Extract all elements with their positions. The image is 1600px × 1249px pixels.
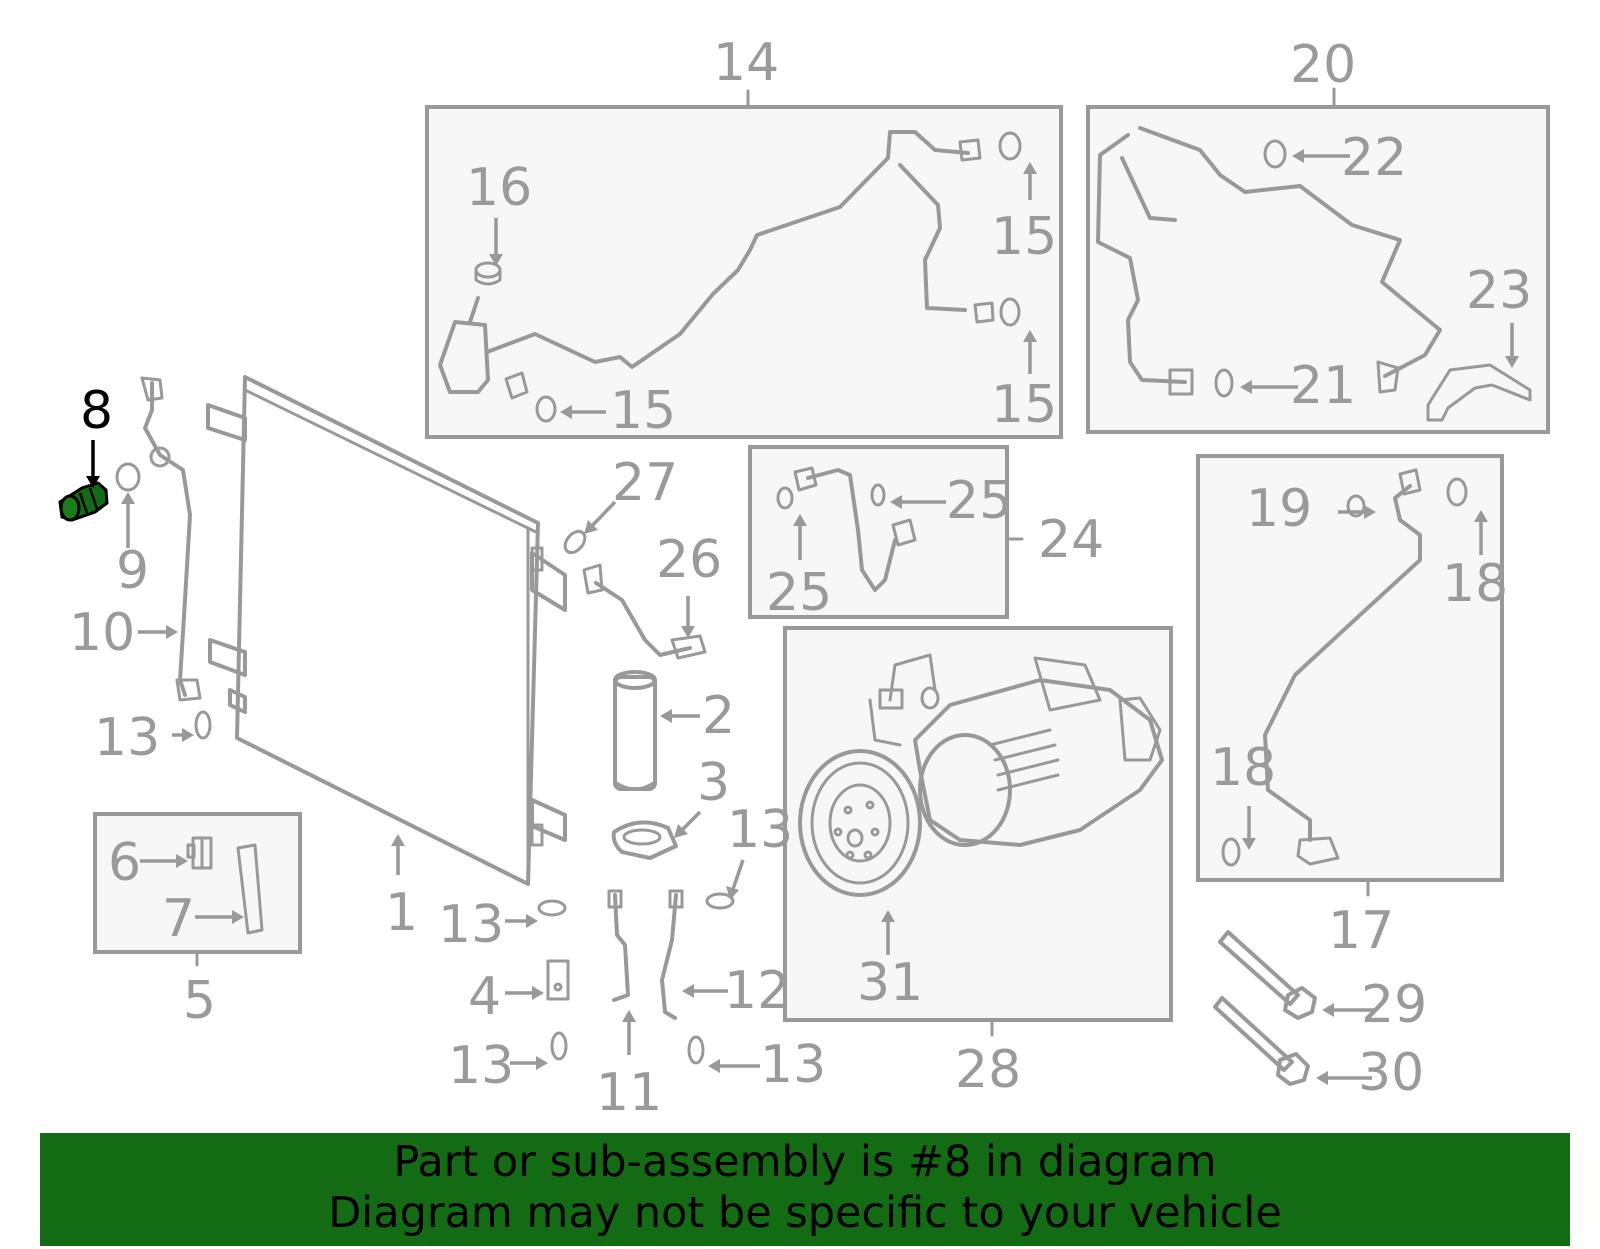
oring-13-b bbox=[537, 899, 567, 917]
oring-15-a bbox=[998, 131, 1022, 161]
pipe-26 bbox=[582, 563, 707, 660]
callout-labels: 8 9 10 13 1 13 4 13 6 7 5 2 3 13 11 12 1… bbox=[69, 33, 1532, 1123]
oring-13-c bbox=[550, 1031, 568, 1061]
banner-line-2: Diagram may not be specific to your vehi… bbox=[328, 1188, 1282, 1238]
callout-15-a: 15 bbox=[991, 207, 1057, 267]
bolt-30 bbox=[1213, 996, 1310, 1086]
callout-30: 30 bbox=[1358, 1043, 1424, 1103]
callout-31: 31 bbox=[857, 953, 923, 1013]
bracket-7 bbox=[236, 843, 264, 935]
callout-14: 14 bbox=[713, 33, 779, 93]
pipe-assembly-20 bbox=[1096, 126, 1532, 422]
callout-17: 17 bbox=[1328, 901, 1394, 961]
callout-18-b: 18 bbox=[1210, 738, 1276, 798]
callout-21: 21 bbox=[1290, 356, 1356, 416]
callout-13-d: 13 bbox=[760, 1035, 826, 1095]
group-box-20 bbox=[1086, 105, 1550, 434]
callout-4: 4 bbox=[468, 967, 501, 1027]
group-box-17 bbox=[1196, 454, 1504, 882]
callout-24: 24 bbox=[1038, 510, 1104, 570]
callout-19: 19 bbox=[1246, 479, 1312, 539]
pipe-12 bbox=[660, 893, 678, 1020]
callout-28: 28 bbox=[955, 1040, 1021, 1100]
oring-15-c bbox=[535, 395, 557, 423]
callout-13-a: 13 bbox=[94, 708, 160, 768]
callout-2: 2 bbox=[702, 686, 735, 746]
banner-line-1: Part or sub-assembly is #8 in diagram bbox=[393, 1137, 1217, 1187]
callout-13-b: 13 bbox=[438, 895, 504, 955]
group-box-14 bbox=[425, 105, 1063, 439]
oring-27 bbox=[563, 529, 587, 555]
pipe-assembly-24 bbox=[776, 466, 917, 592]
group-box-28 bbox=[783, 626, 1173, 1022]
callout-5: 5 bbox=[183, 971, 216, 1031]
oring-15-b bbox=[999, 297, 1021, 327]
pipe-11 bbox=[612, 893, 630, 1002]
callout-15-b: 15 bbox=[991, 375, 1057, 435]
oring-13-a bbox=[194, 710, 212, 740]
callout-26: 26 bbox=[656, 530, 722, 590]
oring-13-e bbox=[705, 892, 735, 910]
callout-18-a: 18 bbox=[1442, 554, 1508, 614]
sensor-6 bbox=[186, 836, 213, 870]
callout-13-e: 13 bbox=[727, 800, 793, 860]
callout-9: 9 bbox=[116, 541, 149, 601]
callout-11: 11 bbox=[596, 1063, 662, 1123]
callout-15-c: 15 bbox=[610, 381, 676, 441]
pipe-assembly-14 bbox=[438, 130, 995, 400]
sensor-4 bbox=[546, 959, 570, 1001]
oring-9 bbox=[115, 462, 141, 492]
callout-22: 22 bbox=[1341, 128, 1407, 188]
callout-20: 20 bbox=[1290, 35, 1356, 95]
callout-23: 23 bbox=[1466, 261, 1532, 321]
callout-12: 12 bbox=[724, 961, 790, 1021]
leader-lines bbox=[86, 87, 1519, 1085]
receiver-drier-2 bbox=[613, 670, 657, 791]
part-8-highlighted bbox=[58, 481, 109, 522]
callout-7: 7 bbox=[162, 889, 195, 949]
info-banner: Part or sub-assembly is #8 in diagram Di… bbox=[40, 1133, 1570, 1246]
oring-13-d bbox=[687, 1035, 705, 1065]
callout-8: 8 bbox=[80, 381, 113, 441]
callout-10: 10 bbox=[69, 603, 135, 663]
callout-27: 27 bbox=[612, 453, 678, 513]
callout-25-b: 25 bbox=[766, 563, 832, 623]
condenser bbox=[206, 375, 567, 886]
clamp-3 bbox=[611, 820, 678, 860]
compressor-28 bbox=[798, 653, 1164, 897]
callout-25-a: 25 bbox=[946, 471, 1012, 531]
bolt-29 bbox=[1218, 930, 1317, 1020]
callout-16: 16 bbox=[466, 158, 532, 218]
pipe-10 bbox=[140, 376, 202, 702]
callout-6: 6 bbox=[108, 833, 141, 893]
callout-1: 1 bbox=[385, 883, 418, 943]
callout-13-c: 13 bbox=[448, 1036, 514, 1096]
callout-3: 3 bbox=[697, 753, 730, 813]
callout-29: 29 bbox=[1361, 975, 1427, 1035]
